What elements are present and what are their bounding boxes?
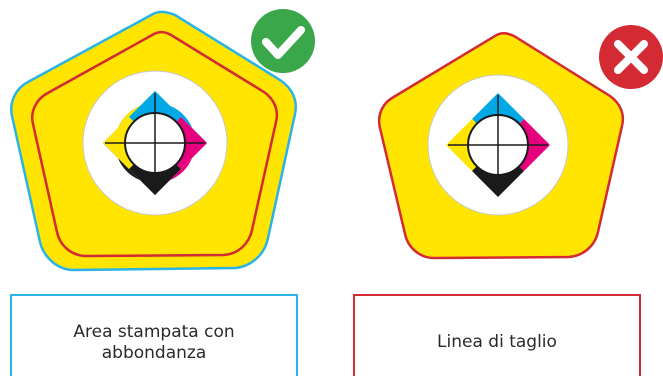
cross-icon xyxy=(599,25,663,89)
cut-line-label-box: Linea di taglio xyxy=(353,294,641,376)
checkmark-icon xyxy=(251,9,315,73)
left-registration-mark xyxy=(103,91,207,195)
cut-line-label: Linea di taglio xyxy=(437,332,557,353)
bleed-area-label-box: Area stampata con abbondanza xyxy=(10,294,298,376)
right-registration-mark xyxy=(446,93,550,197)
bleed-area-label: Area stampata con abbondanza xyxy=(73,321,235,363)
